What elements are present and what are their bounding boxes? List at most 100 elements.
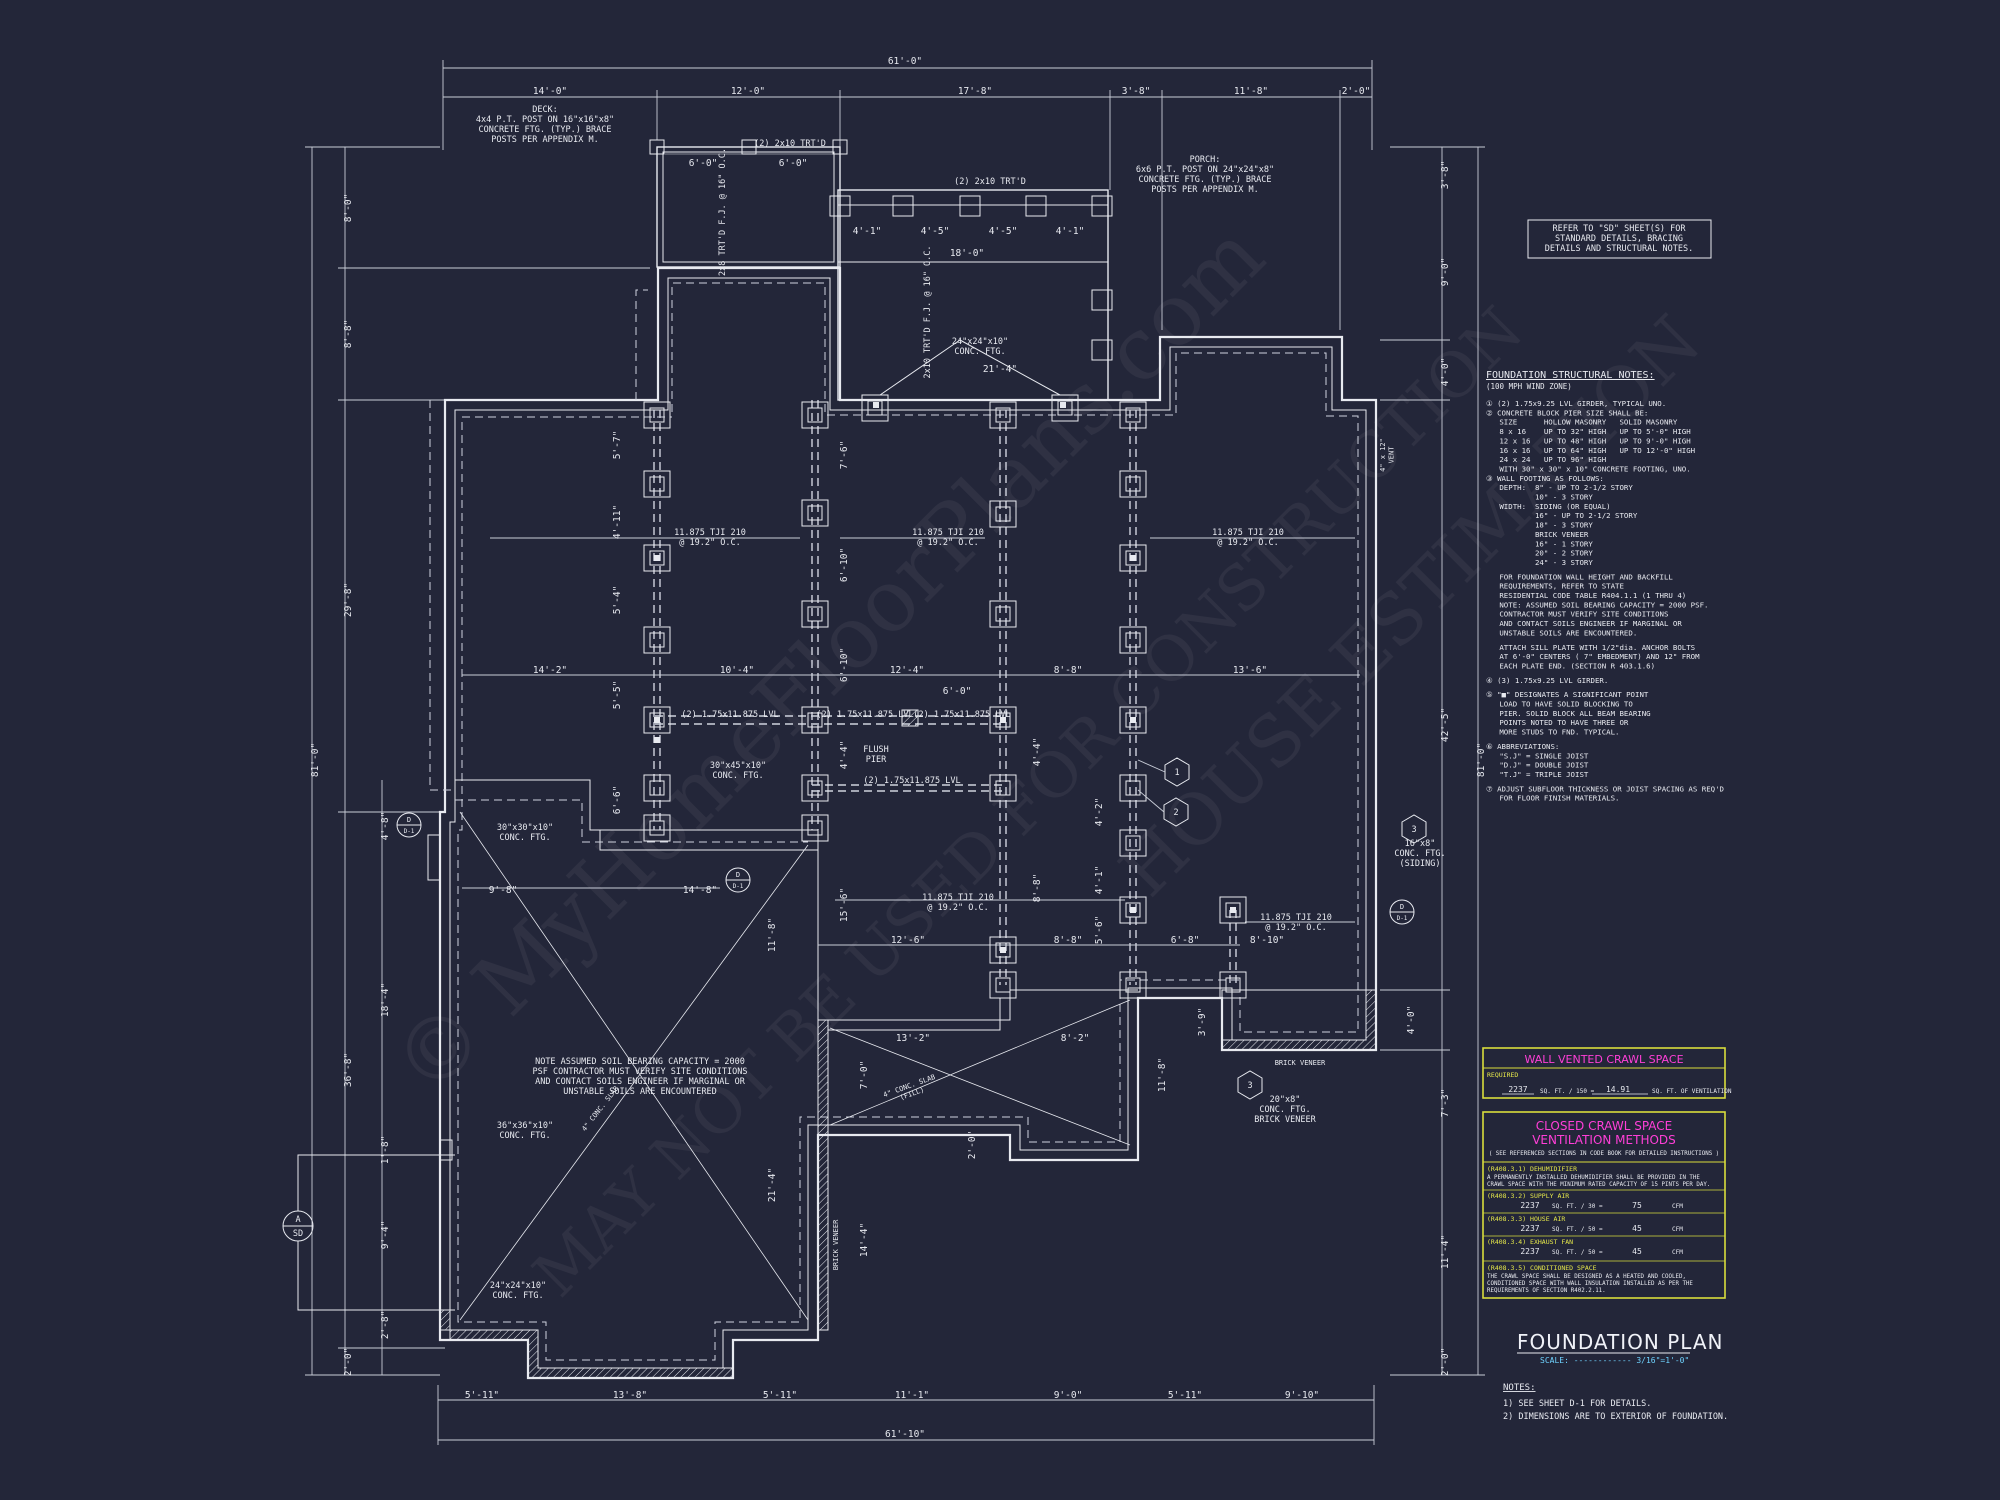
- pier-footing-20: [1119, 401, 1147, 429]
- pier-footing-22: [1119, 544, 1147, 572]
- dim-v-6-6: 6'-6": [612, 786, 623, 815]
- notes-line-11: WIDTH: SIDING (OR EQUAL): [1486, 502, 1611, 511]
- vent-box-title: WALL VENTED CRAWL SPACE: [1524, 1053, 1683, 1066]
- closed-m2-unit: CFM: [1672, 1203, 1683, 1210]
- closed-m4-label: SQ. FT. / 50 =: [1552, 1249, 1603, 1256]
- pier-footing-32: [1051, 394, 1079, 422]
- pier-block-13: [807, 820, 823, 836]
- dim-bottom-seg-1: 5'-11": [465, 1390, 499, 1401]
- bottom-dimensions: 5'-11" 13'-8" 5'-11" 11'-1" 9'-0" 5'-11"…: [437, 1385, 1375, 1445]
- dim-right-seg-2: 9'-0": [1440, 258, 1451, 287]
- notes-line-17: 24" - 3 STORY: [1486, 558, 1593, 567]
- callout-slab-2: 4" CONC. SLAB(FILL): [882, 1073, 939, 1107]
- dim-right-seg-3: 4'-0": [1440, 358, 1451, 387]
- notes-line-40: "S.J" = SINGLE JOIST: [1486, 751, 1589, 760]
- tag-d-2-top: D: [736, 871, 740, 879]
- point-load-marker: [1130, 555, 1136, 561]
- structural-notes-panel: FOUNDATION STRUCTURAL NOTES: (100 MPH WI…: [1486, 370, 1724, 803]
- notes-line-21: RESIDENTIAL CODE TABLE R404.1.1 (1 THRU …: [1486, 591, 1686, 600]
- dim-v-7-6: 7'-6": [839, 441, 850, 470]
- notes-line-16: 20" - 2 STORY: [1486, 549, 1593, 558]
- interior-dimension-labels: 14'-2" 10'-4" 12'-4" 8'-8" 13'-6" 6'-0" …: [489, 158, 1284, 1257]
- notes-line-19: FOR FOUNDATION WALL HEIGHT AND BACKFILL: [1486, 572, 1673, 581]
- notes-line-15: 16" - 1 STORY: [1486, 539, 1593, 548]
- pier-block-28: [1125, 902, 1141, 918]
- dim-v-4-1: 4'-1": [1094, 866, 1105, 895]
- foundation-walls: [427, 266, 1378, 1380]
- dim-int-21-4: 21'-4": [983, 364, 1017, 375]
- closed-m4-unit: CFM: [1672, 1249, 1683, 1256]
- notes-line-3: 8 x 16 UP TO 32" HIGH UP TO 5'-0" HIGH: [1486, 427, 1691, 436]
- dim-top-seg-3: 17'-8": [958, 86, 992, 97]
- callout-porch: PORCH:6x6 P.T. POST ON 24"x24"x8"CONCRET…: [1136, 155, 1274, 195]
- notes-line-31: ④ (3) 1.75x9.25 LVL GIRDER.: [1486, 676, 1608, 685]
- notes-line-27: ATTACH SILL PLATE WITH 1/2"dia. ANCHOR B…: [1486, 643, 1695, 652]
- pier-footing-12: [801, 814, 829, 842]
- dim-porch-4-5: 4'-5": [921, 226, 950, 237]
- dim-deck-6-0: 6'-0": [689, 158, 718, 169]
- dim-int-14-8: 14'-8": [683, 885, 717, 896]
- dim-int-8-2: 8'-2": [1061, 1033, 1090, 1044]
- notes-line-24: AND CONTACT SOILS ENGINEER IF MARGINAL O…: [1486, 619, 1682, 628]
- pier-block-32: [867, 400, 883, 416]
- pier-block-7: [649, 820, 665, 836]
- pier-block-21: [1125, 407, 1141, 423]
- pier-footing-4: [643, 706, 671, 734]
- vent-box-result: 14.91: [1606, 1085, 1630, 1094]
- dim-int-9-8: 9'-8": [489, 885, 518, 896]
- dim-left-overall: 81'-0": [310, 743, 321, 777]
- dim-int-6-0: 6'-0": [943, 686, 972, 697]
- dim-top-overall: 61'-0": [888, 56, 922, 67]
- vent-box-result-label: SQ. FT. OF VENTILATION: [1652, 1088, 1732, 1095]
- callout-deck: DECK:4x4 P.T. POST ON 16"x16"x8"CONCRETE…: [476, 105, 614, 145]
- dim-int-13-6: 13'-6": [1233, 665, 1267, 676]
- closed-m4-sqft: 2237: [1520, 1247, 1539, 1256]
- dim-v-6-10b: 6'-10": [839, 648, 850, 682]
- notes-line-14: BRICK VENEER: [1486, 530, 1589, 539]
- callout-deck-girder: (2) 2x10 TRT'D: [754, 139, 826, 149]
- notes-line-39: ⑥ ABBREVIATIONS:: [1486, 742, 1559, 751]
- notes-line-44: ⑦ ADJUST SUBFLOOR THICKNESS OR JOIST SPA…: [1486, 784, 1724, 793]
- pier-block-25: [1125, 712, 1141, 728]
- tag-hex-3a: [1401, 814, 1427, 844]
- vent-box-sqft-label: SQ. FT. / 150 =: [1540, 1088, 1595, 1095]
- pier-footing-23: [1119, 626, 1147, 654]
- dim-v-4-4: 4'-4": [839, 741, 850, 770]
- notes-label: NOTES:: [1503, 1383, 1536, 1393]
- dim-v-5-5: 5'-5": [612, 681, 623, 710]
- dim-deck-6-0b: 6'-0": [779, 158, 808, 169]
- closed-m5-text1: THE CRAWL SPACE SHALL BE DESIGNED AS A H…: [1487, 1274, 1686, 1280]
- dim-v-2-0: 2'-0": [967, 1131, 978, 1160]
- dim-right-seg-5: 4'-0": [1406, 1006, 1417, 1035]
- pier-block-17: [995, 712, 1011, 728]
- top-dimensions: 61'-0" 14'-0" 12'-0" 17'-8" 3'-8" 11'-8"…: [442, 56, 1373, 330]
- closed-m2-val: 75: [1632, 1201, 1642, 1210]
- pier-block-18: [995, 780, 1011, 796]
- dim-v-8-8: 8'-8": [1032, 874, 1043, 903]
- right-dimensions: 81'-0" 3'-8" 9'-0" 4'-0" 42'-5" 4'-0" 7'…: [1380, 146, 1487, 1376]
- pier-block-10: [807, 606, 823, 622]
- dim-int-12-6: 12'-6": [891, 935, 925, 946]
- pier-grid: [643, 394, 1247, 999]
- pier-footing-7: [801, 401, 829, 429]
- callout-ftg-20x8: 20"x8"CONC. FTG.BRICK VENEER: [1254, 1095, 1316, 1125]
- tag-d-3-sub: D-1: [1397, 915, 1408, 922]
- dim-int-13-2: 13'-2": [896, 1033, 930, 1044]
- pier-footing-18: [989, 936, 1017, 964]
- callout-lvl-3: (2) 1.75x11.875 LVL: [913, 710, 1010, 720]
- tag-3b-label: 3: [1247, 1081, 1252, 1091]
- pier-footing-14: [989, 500, 1017, 528]
- tag-hex-2: [1163, 797, 1189, 827]
- closed-m3-sqft: 2237: [1520, 1224, 1539, 1233]
- pier-block-31: [1225, 977, 1241, 993]
- callout-tji-2: 11.875 TJI 210@ 19.2" O.C.: [912, 528, 984, 548]
- dim-bottom-seg-6: 5'-11": [1168, 1390, 1202, 1401]
- pier-footing-28: [1119, 971, 1147, 999]
- dim-right-overall: 81'-0": [1476, 743, 1487, 777]
- pier-block-23: [1125, 550, 1141, 566]
- callout-ftg-24x24: 24"x24"x10"CONC. FTG.: [490, 1281, 546, 1301]
- point-load-marker: [1000, 947, 1006, 953]
